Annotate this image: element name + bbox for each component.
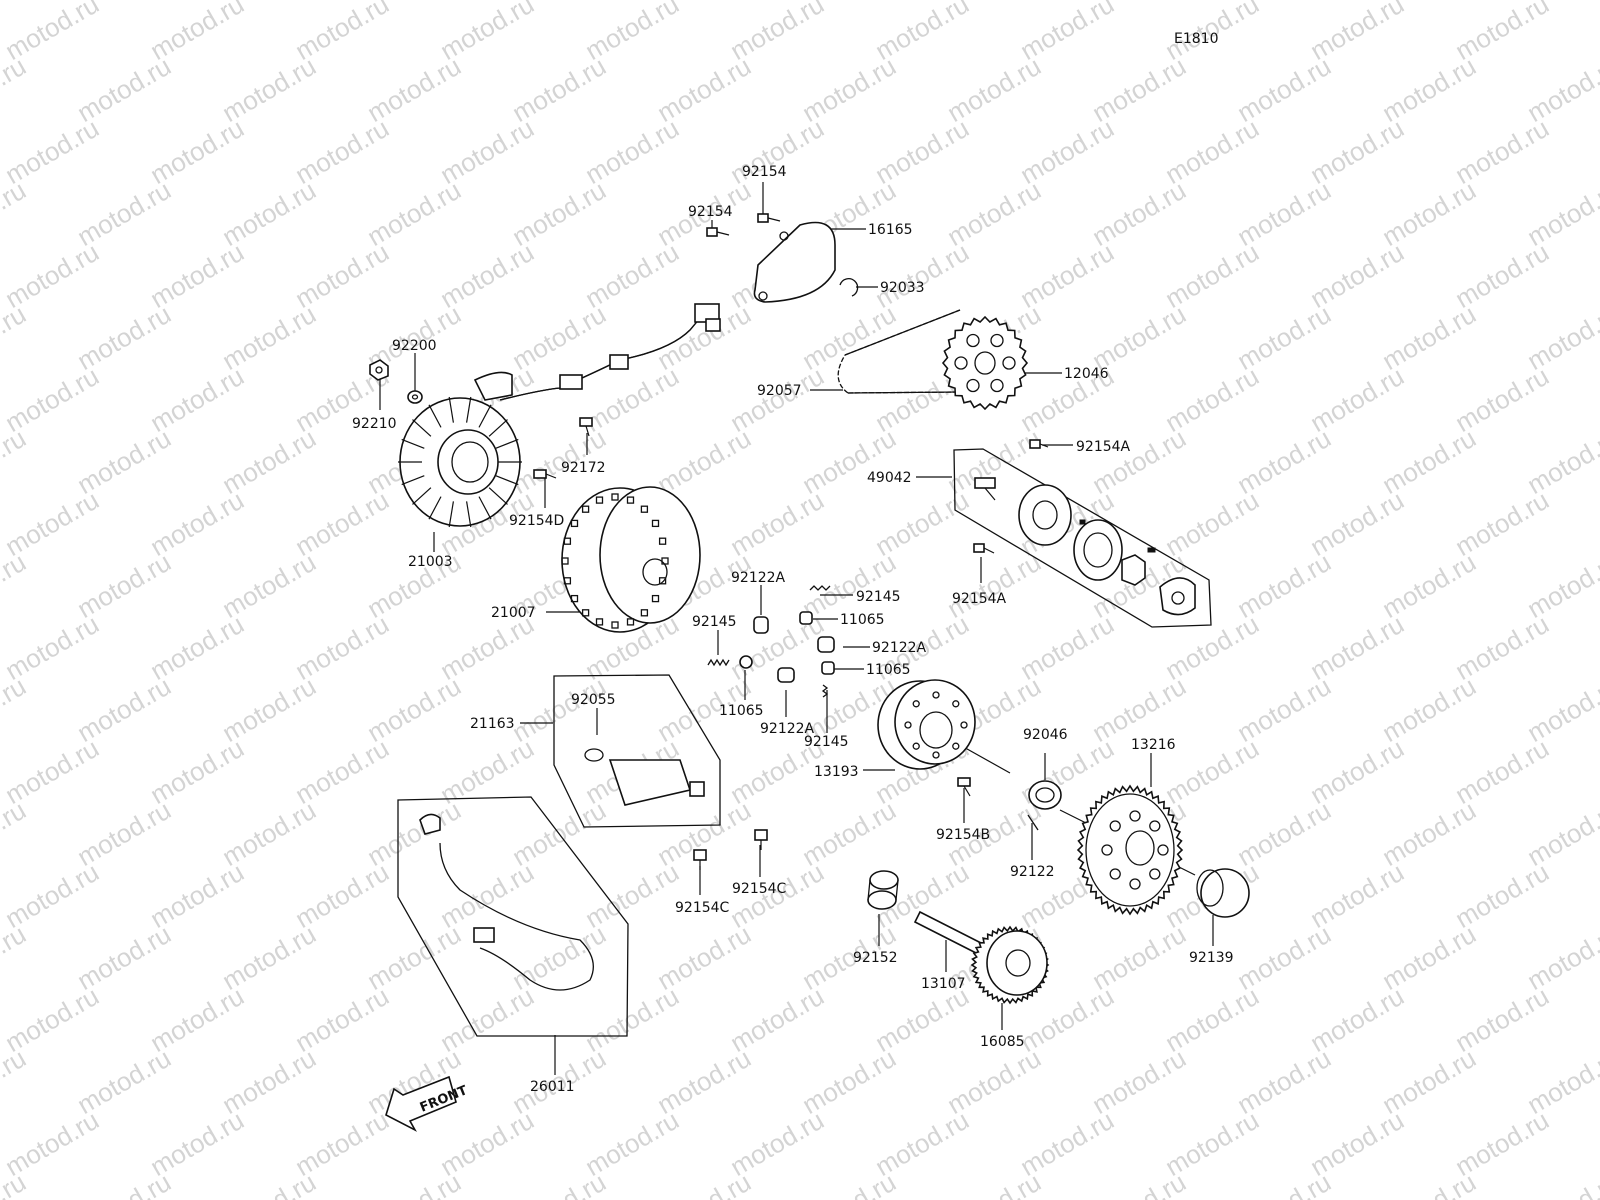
label-49042: 49042	[867, 470, 912, 486]
label-92033: 92033	[880, 280, 925, 296]
idle-gear-16085	[970, 925, 1050, 1005]
washer-92200	[407, 390, 423, 404]
label-92055: 92055	[571, 692, 616, 708]
label-92154A-mid: 92154A	[952, 591, 1007, 607]
label-92154C-2: 92154C	[732, 881, 787, 897]
label-92122A-2: 92122A	[872, 640, 927, 656]
collar-92152	[867, 870, 899, 910]
label-92172: 92172	[561, 460, 606, 476]
label-92122: 92122	[1010, 864, 1055, 880]
label-92046: 92046	[1023, 727, 1068, 743]
label-92145-2: 92145	[692, 614, 737, 630]
label-92154A-top: 92154A	[1076, 439, 1131, 455]
label-92154-top: 92154	[742, 164, 787, 180]
label-92154B: 92154B	[936, 827, 990, 843]
stator-wire-harness	[473, 303, 721, 401]
nut-92210	[369, 359, 389, 381]
spring-92145-1	[809, 585, 831, 591]
bolt-92154-left	[706, 227, 730, 237]
spring-92145-3	[821, 684, 829, 698]
label-12046: 12046	[1064, 366, 1109, 382]
shaft-13107	[913, 910, 987, 957]
label-92154C-1: 92154C	[675, 900, 730, 916]
label-92145-1: 92145	[856, 589, 901, 605]
roller-92122A-3	[777, 667, 795, 683]
cap-11065-2	[821, 661, 835, 675]
label-11065-3: 11065	[719, 703, 764, 719]
pin-92122	[1027, 814, 1039, 831]
starter-gear-13216	[1076, 784, 1184, 916]
label-11065-1: 11065	[840, 612, 885, 628]
label-92154-left: 92154	[688, 204, 733, 220]
label-13216: 13216	[1131, 737, 1176, 753]
needle-bearing-92046	[1028, 780, 1062, 810]
spring-92145-2	[707, 658, 730, 667]
label-92210: 92210	[352, 416, 397, 432]
diagram-code: E1810	[1174, 31, 1218, 47]
bolt-92154C-1	[693, 849, 707, 870]
starter-motor-assy-21163	[553, 674, 721, 828]
rotor-flywheel-21007	[561, 486, 701, 633]
cap-11065-1	[799, 611, 813, 625]
bolt-92154A-mid	[973, 543, 995, 554]
label-21003: 21003	[408, 554, 453, 570]
label-13107: 13107	[921, 976, 966, 992]
label-92122A-1: 92122A	[731, 570, 786, 586]
bolt-92154C-2	[754, 829, 768, 850]
bolt-92154D	[533, 469, 557, 479]
label-16165: 16165	[868, 222, 913, 238]
label-92057: 92057	[757, 383, 802, 399]
starter-cable-26011	[397, 796, 629, 1037]
label-92152: 92152	[853, 950, 898, 966]
chain-guide-cover-16165	[753, 221, 836, 303]
roller-92122A-1	[753, 616, 769, 634]
cap-11065-3	[739, 655, 753, 669]
label-92154D: 92154D	[509, 513, 564, 529]
label-92200: 92200	[392, 338, 437, 354]
circlip-92033	[839, 278, 859, 297]
screw-92172	[579, 417, 593, 437]
label-92145-3: 92145	[804, 734, 849, 750]
leader-lines	[379, 182, 1214, 1075]
cam-chain-92057	[837, 309, 961, 394]
label-13193: 13193	[814, 764, 859, 780]
callout-labels: 92154 92154 16165 92033 12046 92057 9220…	[352, 164, 1234, 1095]
bolt-92154B	[957, 777, 971, 797]
label-92139: 92139	[1189, 950, 1234, 966]
roller-92122A-2	[817, 636, 835, 653]
starter-clutch-kit-49042	[953, 448, 1212, 628]
label-16085: 16085	[980, 1034, 1025, 1050]
stator-21003	[398, 396, 522, 528]
label-21007: 21007	[491, 605, 536, 621]
front-direction-arrow: FRONT	[385, 1075, 470, 1132]
sprocket-12046	[941, 315, 1029, 411]
bolt-92154-top	[757, 213, 781, 223]
label-92122A-3: 92122A	[760, 721, 815, 737]
starter-clutch-13193	[877, 679, 976, 770]
bushing-92139	[1196, 868, 1250, 918]
label-26011: 26011	[530, 1079, 575, 1095]
label-11065-2: 11065	[866, 662, 911, 678]
label-21163: 21163	[470, 716, 515, 732]
bolt-92154A-top	[1029, 439, 1049, 449]
